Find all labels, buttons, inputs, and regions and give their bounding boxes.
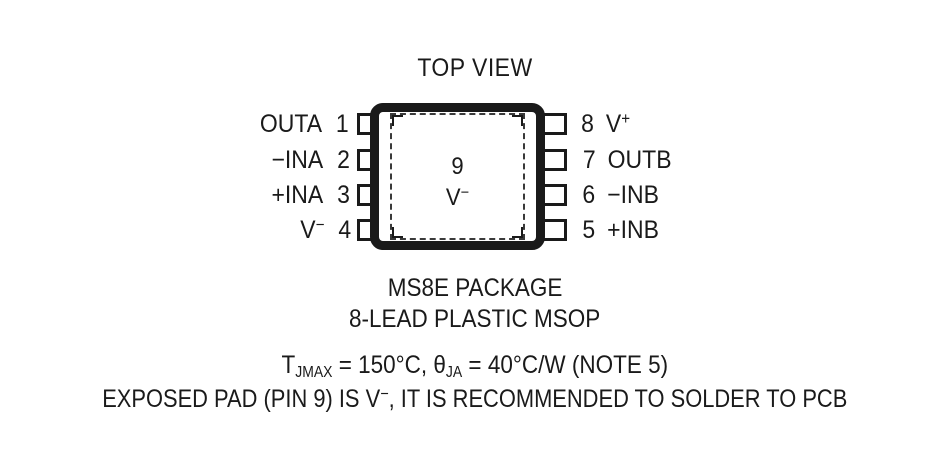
exposed-pad-label-text: V	[445, 184, 461, 211]
lead-count-caption: 8-LEAD PLASTIC MSOP	[0, 305, 950, 334]
exposed-pad-outline	[390, 113, 525, 240]
pin-number-8: 8	[581, 110, 594, 138]
pin-number-3: 3	[336, 181, 350, 209]
pad-corner-top-right	[512, 115, 523, 126]
note-superscript: −	[380, 385, 389, 404]
pin-name-sup-8: +	[621, 110, 631, 129]
tjmax-subscript: JMAX	[295, 364, 333, 382]
pin-name-3: +INA	[271, 181, 323, 209]
pin-label-7: 7 OUTB	[578, 146, 675, 174]
pin-number-2: 2	[336, 146, 350, 174]
pin-label-5: 5 +INB	[578, 216, 662, 244]
pin-number-5: 5	[582, 216, 596, 244]
pin-number-7: 7	[582, 146, 596, 174]
exposed-pad-note-caption: EXPOSED PAD (PIN 9) IS V−, IT IS RECOMME…	[0, 385, 950, 414]
thermal-spec-caption: TJMAX = 150°C, θJA = 40°C/W (NOTE 5)	[0, 351, 950, 380]
package-name-caption: MS8E PACKAGE	[0, 274, 950, 303]
pin-name-6: −INB	[607, 181, 659, 209]
lead-count-text: 8-LEAD PLASTIC MSOP	[349, 305, 601, 333]
pin-label-4: V−4	[298, 216, 354, 244]
top-view-label: TOP VIEW	[417, 54, 533, 82]
exposed-pad-label: V−	[395, 184, 519, 211]
package-body	[370, 103, 545, 250]
theta-value: = 40°C/W (NOTE 5)	[462, 351, 669, 379]
pin-label-1: OUTA 1	[256, 110, 354, 138]
pin-name-5: +INB	[607, 216, 659, 244]
pin-name-4: V	[299, 216, 316, 244]
theta-symbol: θ	[433, 351, 447, 379]
pin-number-1: 1	[336, 110, 350, 138]
pin-name-2: −INA	[271, 146, 323, 174]
exposed-pad-number: 9	[451, 153, 464, 180]
tjmax-value: = 150°C,	[332, 351, 434, 379]
package-name-text: MS8E PACKAGE	[387, 274, 563, 302]
pin-label-6: 6 −INB	[578, 181, 662, 209]
tjmax-symbol: T	[281, 351, 296, 379]
pad-corner-top-left	[392, 115, 403, 126]
exposed-pad-label-superscript: −	[460, 184, 470, 202]
pin-number-4: 4	[337, 216, 351, 244]
pin-name-8: V	[605, 110, 622, 138]
pin-label-3: +INA 3	[268, 181, 354, 209]
pad-corner-bottom-right	[512, 227, 523, 238]
pin-name-1: OUTA	[260, 110, 323, 138]
theta-subscript: JA	[446, 364, 463, 382]
pad-corner-bottom-left	[392, 227, 403, 238]
pin-number-6: 6	[582, 181, 596, 209]
pin-name-7: OUTB	[607, 146, 672, 174]
pin-label-2: −INA 2	[268, 146, 354, 174]
note-text-part1: EXPOSED PAD (PIN 9) IS V	[102, 385, 381, 413]
note-text-part2: , IT IS RECOMMENDED TO SOLDER TO PCB	[388, 385, 848, 413]
pin-name-sup-4: −	[315, 216, 325, 235]
